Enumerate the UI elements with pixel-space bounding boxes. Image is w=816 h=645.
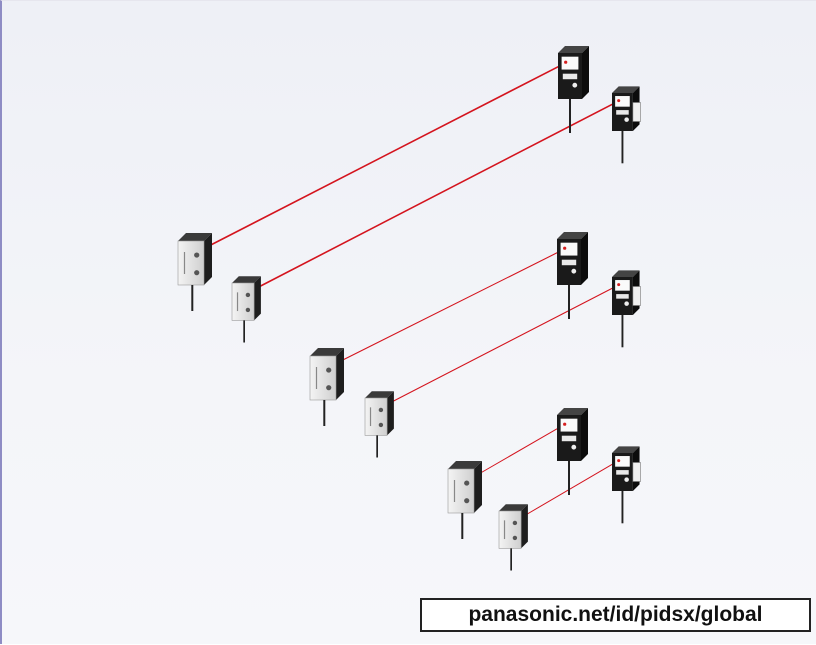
laser-beams: [208, 66, 613, 516]
emitter-1b: [231, 276, 261, 343]
sensor-pairs: [177, 46, 641, 571]
receiver-3a: [557, 408, 588, 495]
emitter-3b: [498, 504, 528, 571]
beam-1a: [208, 66, 559, 247]
emitter-2b: [364, 391, 394, 458]
website-url-label: panasonic.net/id/pidsx/global: [420, 598, 811, 632]
receiver-1b: [612, 86, 641, 164]
emitter-1a: [177, 233, 212, 311]
emitter-3a: [447, 461, 482, 539]
receiver-3b: [612, 446, 641, 524]
emitter-2a: [309, 348, 344, 426]
receiver-2b: [612, 270, 641, 348]
receiver-1a: [558, 46, 589, 133]
beam-1b: [257, 103, 613, 289]
receiver-2a: [557, 232, 588, 319]
beam-2b: [390, 287, 613, 403]
beam-3a: [478, 428, 558, 475]
beam-2a: [340, 252, 558, 362]
